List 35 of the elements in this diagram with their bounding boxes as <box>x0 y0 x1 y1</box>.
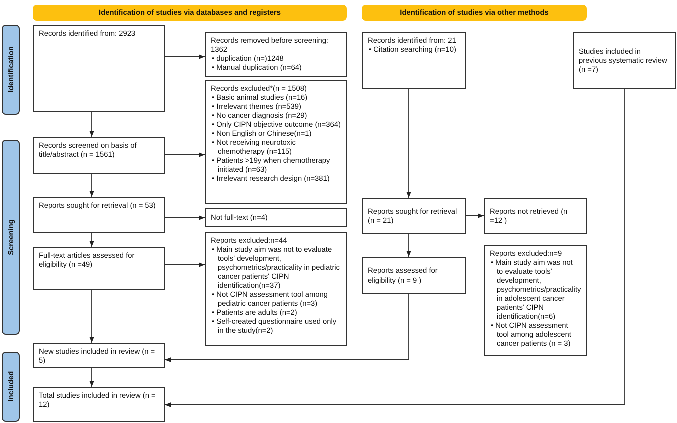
arrow <box>164 54 206 60</box>
arrow <box>90 232 94 248</box>
process-box <box>362 257 466 294</box>
phase-header <box>362 5 587 21</box>
arrow <box>406 234 412 258</box>
arrow <box>90 174 94 198</box>
arrow <box>164 152 206 158</box>
process-box <box>33 387 165 422</box>
stage-band <box>2 140 20 335</box>
process-box <box>33 247 165 290</box>
process-box <box>362 32 466 89</box>
arrow <box>90 290 94 344</box>
process-box <box>484 245 587 356</box>
arrow <box>90 112 94 138</box>
process-box <box>33 343 165 368</box>
process-box <box>33 25 165 112</box>
process-box <box>33 137 165 174</box>
process-box <box>362 198 466 234</box>
stage-band <box>2 352 20 422</box>
stage-band <box>2 25 20 115</box>
process-box <box>205 32 347 77</box>
arrow <box>406 88 412 198</box>
arrow <box>164 294 410 362</box>
arrow <box>90 368 94 388</box>
arrow <box>164 88 626 408</box>
process-box <box>573 32 676 89</box>
process-box <box>205 208 347 227</box>
process-box <box>205 80 347 204</box>
process-box <box>33 197 165 233</box>
arrow <box>164 216 206 220</box>
process-box <box>484 198 587 234</box>
process-box <box>205 232 347 346</box>
arrow <box>164 262 206 268</box>
arrow <box>466 214 484 218</box>
phase-header <box>33 5 347 21</box>
